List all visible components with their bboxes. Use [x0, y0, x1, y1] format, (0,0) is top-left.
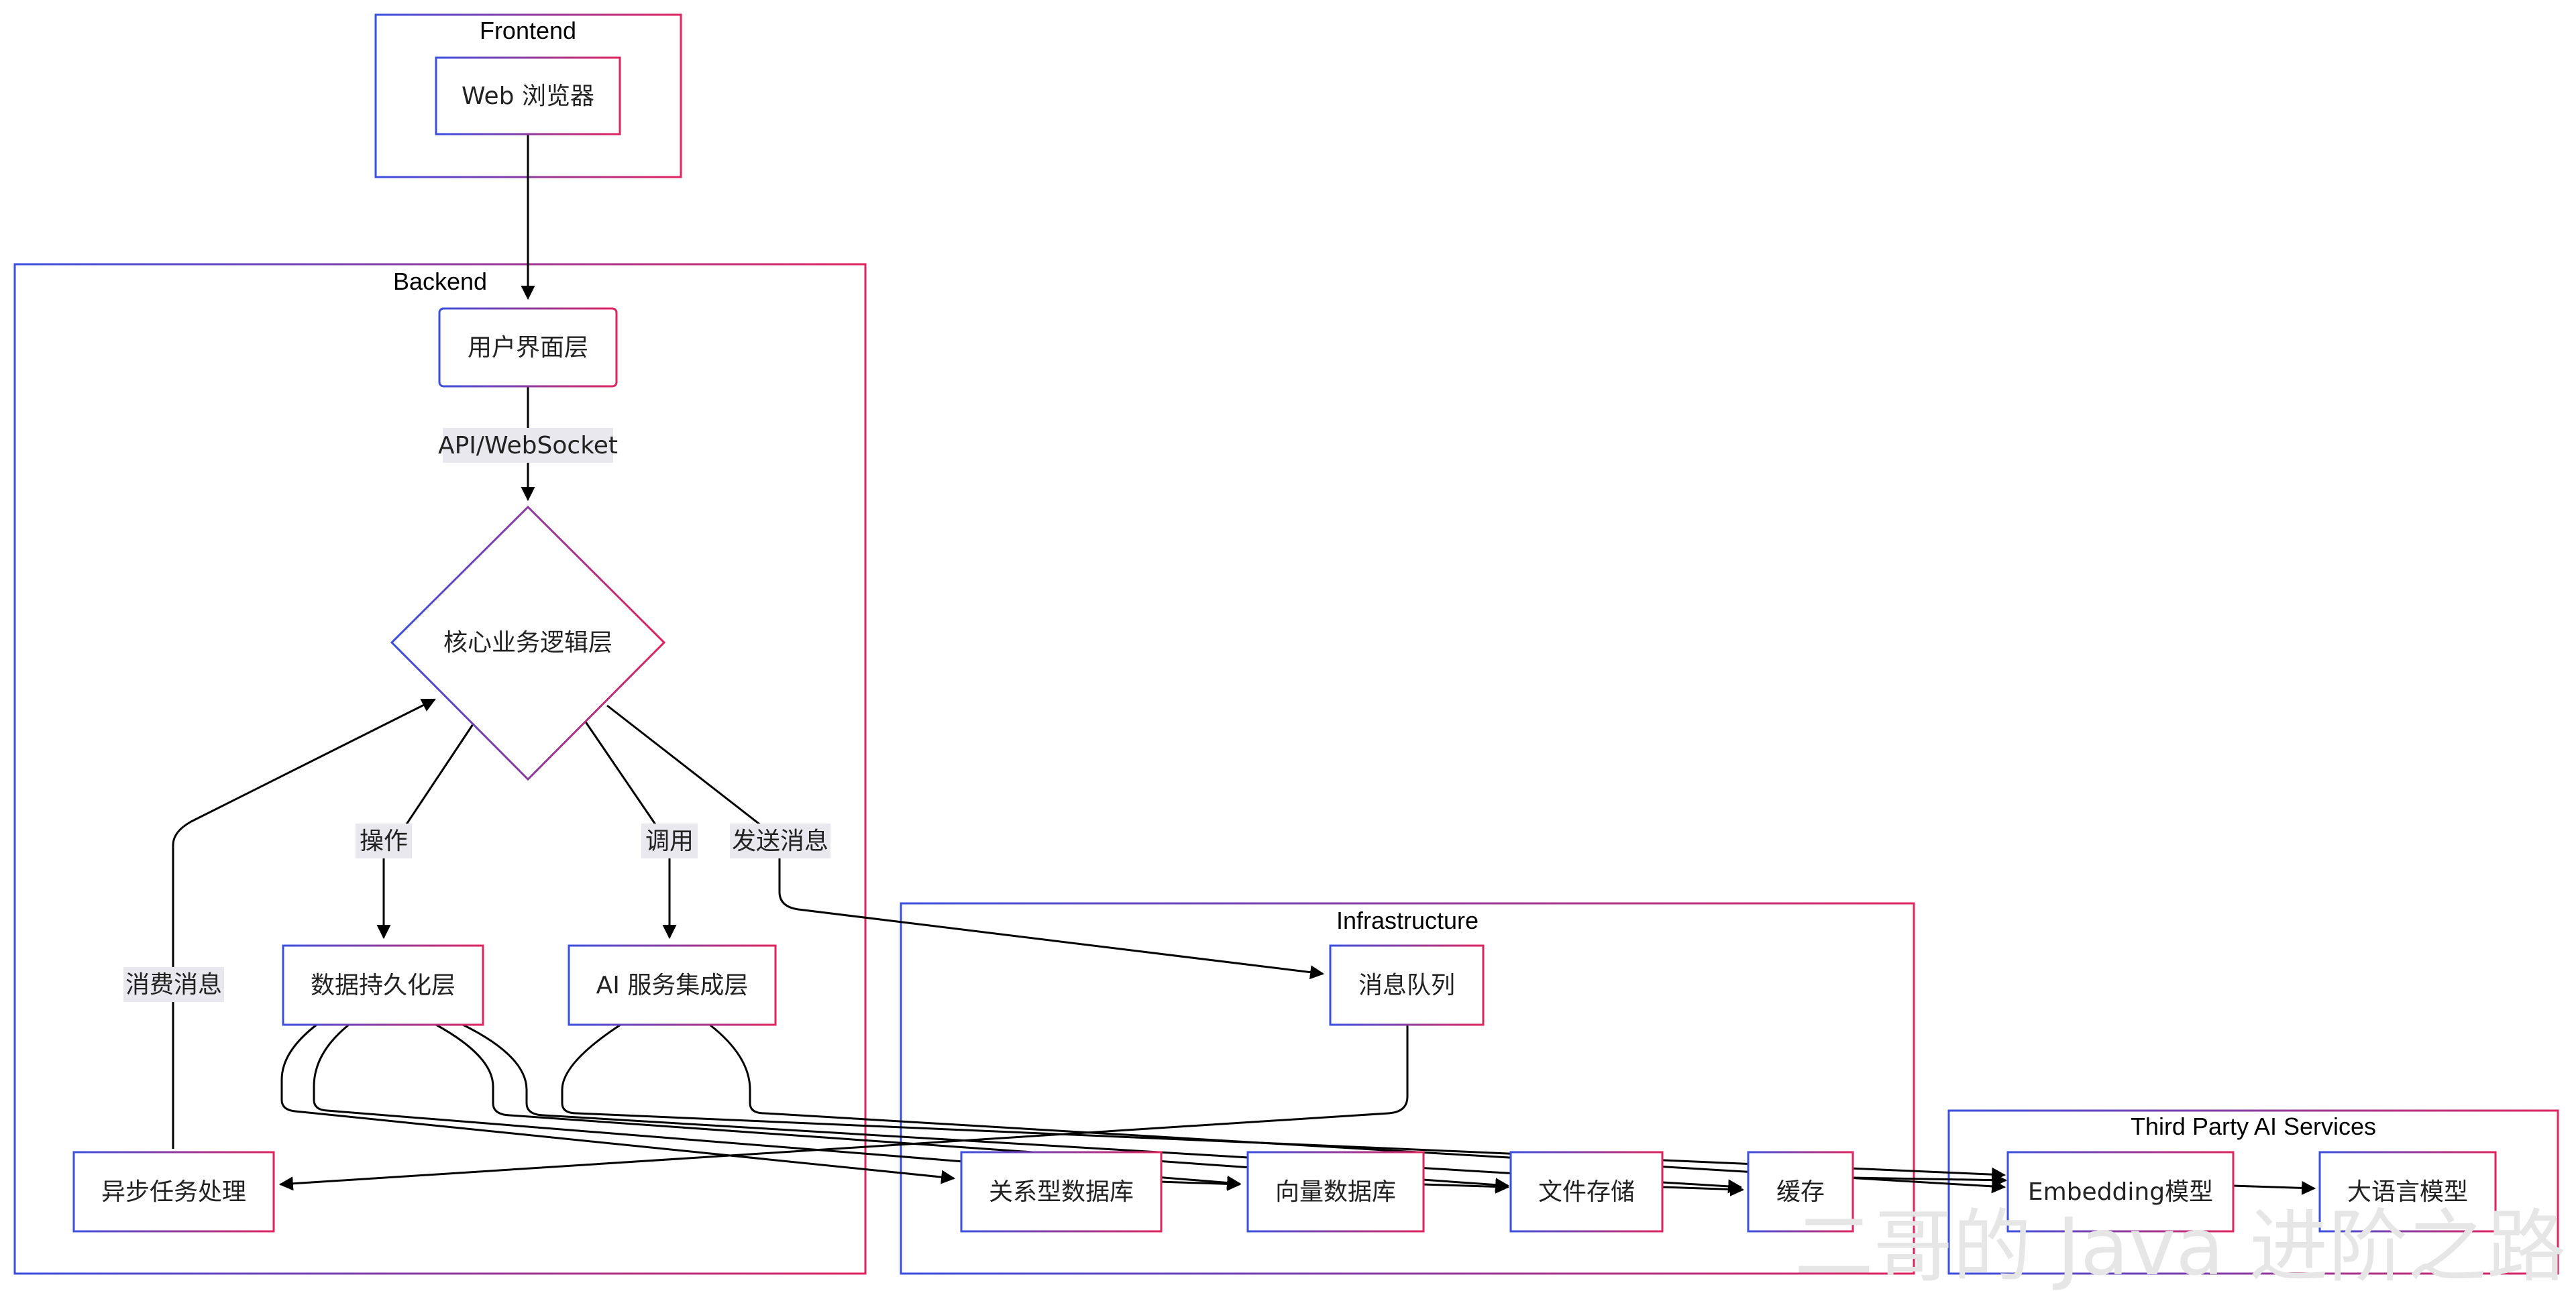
node-persistence: 数据持久化层 [282, 944, 484, 1026]
node-vector-db: 向量数据库 [1246, 1151, 1425, 1233]
edge-persistence-to-file [435, 1023, 1510, 1192]
group-third-party-title: Third Party AI Services [2131, 1113, 2376, 1140]
edge-label-consume-message-text: 消费消息 [125, 971, 222, 999]
node-ai-integration-label: AI 服务集成层 [596, 972, 749, 999]
group-backend-title: Backend [393, 268, 487, 295]
edge-label-consume-message: 消费消息 [123, 967, 224, 1002]
node-embedding-model-label: Embedding模型 [2028, 1178, 2213, 1206]
node-core-logic: 核心业务逻辑层 [390, 505, 666, 781]
edge-label-invoke: 调用 [641, 824, 698, 858]
edge-label-api-websocket-text: API/WebSocket [438, 432, 618, 459]
node-persistence-label: 数据持久化层 [311, 972, 455, 999]
node-web-browser-label: Web 浏览器 [462, 82, 594, 110]
edge-mq-to-async [278, 1025, 1409, 1191]
edge-relational-to-vector [1159, 1176, 1242, 1191]
group-frontend-title: Frontend [480, 17, 576, 44]
node-message-queue: 消息队列 [1329, 944, 1485, 1026]
edge-async-to-core [172, 698, 436, 1149]
edge-label-api-websocket: API/WebSocket [438, 428, 618, 463]
group-backend: Backend [13, 263, 867, 1275]
node-relational-db-label: 关系型数据库 [989, 1178, 1134, 1206]
edges [172, 134, 2316, 1196]
node-file-storage: 文件存储 [1509, 1151, 1664, 1233]
node-relational-db: 关系型数据库 [960, 1151, 1163, 1233]
node-llm-label: 大语言模型 [2347, 1178, 2468, 1206]
node-web-browser: Web 浏览器 [435, 56, 621, 135]
edge-vector-to-file [1421, 1179, 1510, 1194]
edge-persistence-to-cache [462, 1023, 1743, 1194]
watermark: 二哥的 Java 进阶之路 [1794, 1200, 2566, 1291]
node-embedding-model: Embedding模型 [2006, 1151, 2235, 1233]
edge-label-invoke-text: 调用 [645, 828, 694, 855]
node-core-logic-label: 核心业务逻辑层 [443, 629, 612, 657]
edge-persistence-to-relational [280, 1023, 956, 1184]
edge-label-send-message: 发送消息 [730, 824, 830, 858]
node-file-storage-label: 文件存储 [1538, 1178, 1635, 1206]
node-ai-integration: AI 服务集成层 [568, 944, 777, 1026]
edge-persistence-to-vector [313, 1023, 1242, 1190]
edge-ai-to-llm [709, 1023, 2006, 1194]
node-message-queue-label: 消息队列 [1358, 972, 1455, 999]
node-cache-label: 缓存 [1776, 1178, 1825, 1206]
edge-label-operate-text: 操作 [360, 828, 408, 855]
node-async-tasks-label: 异步任务处理 [101, 1178, 246, 1206]
node-ui-layer: 用户界面层 [438, 307, 618, 388]
edge-label-send-message-text: 发送消息 [732, 828, 828, 855]
node-vector-db-label: 向量数据库 [1275, 1178, 1396, 1206]
node-ui-layer-label: 用户界面层 [468, 334, 588, 361]
edge-cache-to-embedding [1851, 1173, 2008, 1188]
node-cache: 缓存 [1747, 1151, 1854, 1233]
edge-label-operate: 操作 [356, 824, 412, 858]
group-infrastructure-title: Infrastructure [1336, 907, 1479, 934]
group-third-party: Third Party AI Services [1947, 1109, 2559, 1275]
edge-embedding-to-llm [2232, 1180, 2316, 1195]
edge-ai-to-embedding [561, 1023, 2006, 1182]
node-llm: 大语言模型 [2318, 1151, 2497, 1233]
edge-core-to-mq [606, 704, 1325, 980]
edge-file-to-cache [1662, 1182, 1745, 1196]
group-infrastructure: Infrastructure [900, 902, 1915, 1275]
node-async-tasks: 异步任务处理 [72, 1151, 275, 1233]
